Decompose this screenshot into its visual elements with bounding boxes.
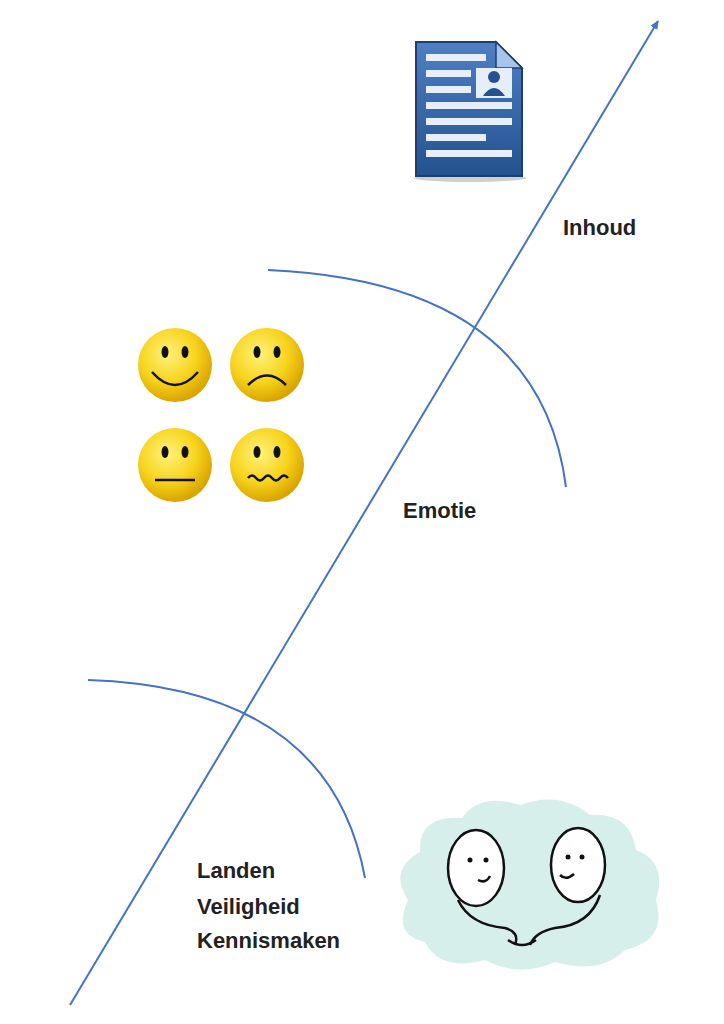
document-icon: [414, 42, 526, 182]
phase-label: Landen: [197, 858, 275, 884]
phase-label: Veiligheid: [197, 894, 300, 920]
phase-arc: [268, 270, 566, 487]
phase-label: Inhoud: [563, 215, 636, 241]
phase-arc: [88, 680, 365, 878]
phase-label: Kennismaken: [197, 928, 340, 954]
axis-arrow: [70, 21, 658, 1005]
meeting-cloud: [400, 799, 659, 969]
phase-label: Emotie: [403, 498, 476, 524]
emotion-faces: [138, 328, 304, 502]
